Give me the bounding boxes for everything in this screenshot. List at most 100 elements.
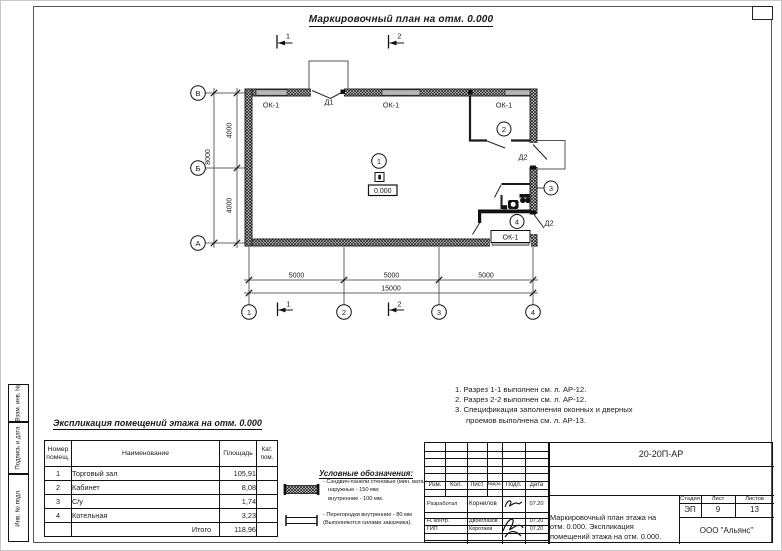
window-label-box <box>490 230 531 243</box>
window-label-1: ОК-1 <box>263 101 279 110</box>
axis-letter-b: Б <box>196 164 201 173</box>
axis-letter-v: В <box>195 89 200 98</box>
col-header-name: Наименование <box>71 440 220 467</box>
porches <box>308 60 566 170</box>
door-jambs <box>340 89 536 215</box>
toilet-icon <box>519 194 531 204</box>
col-header-area: Площадь <box>219 440 257 467</box>
partitions <box>468 96 530 209</box>
page-title: Маркировочный план на отм. 0.000 <box>308 14 494 27</box>
section-marks <box>276 35 404 316</box>
dim-15000: 15000 <box>381 286 401 293</box>
tb-sheet-value: 9 <box>715 505 721 514</box>
tb-stage-label: Стадия <box>680 496 700 502</box>
section-mark-2-bottom: 2 <box>397 300 401 309</box>
partition-thick <box>478 209 530 214</box>
tb-stage-value: ЭП <box>684 505 696 514</box>
legend-symbol-partition <box>285 515 318 526</box>
side-label-inv: Инв. № подл. <box>8 474 29 542</box>
dim-8000: 8000 <box>205 149 212 165</box>
axis-number-4: 4 <box>531 308 535 317</box>
notes: 1. Разрез 1-1 выполнен см. л. АР-12. 2. … <box>455 385 633 425</box>
side-label-vzam: Взам. инв. № <box>8 384 29 422</box>
tb-sheets-value: 13 <box>750 505 759 514</box>
tb-sheet-title: Маркировочный план этажа на отм. 0.000. … <box>550 513 662 541</box>
dim-4000-bottom: 4000 <box>227 198 234 214</box>
tb-col-podp: Подп. <box>505 482 522 488</box>
axis-number-2: 2 <box>342 308 346 317</box>
legend-item-1: - Сэндвич-панели стеновые (мин. вата): н… <box>323 479 427 502</box>
window-label-4: ОК-1 <box>503 234 519 241</box>
dim-5000-3: 5000 <box>478 273 494 280</box>
tb-doc-number: 20-20П-АР <box>638 449 684 459</box>
elevation-mark <box>367 172 398 197</box>
tb-name-1: Корнилов <box>469 500 497 507</box>
legend-title: Условные обозначения: <box>319 469 413 479</box>
tb-col-izm: Изм. <box>428 482 442 488</box>
tb-role-2: Н. контр. <box>427 518 450 524</box>
tb-date-3: 07.20 <box>529 526 544 532</box>
dim-ticks-bottom <box>245 276 537 297</box>
room-mark-3: 3 <box>549 184 553 193</box>
axis-number-3: 3 <box>437 308 441 317</box>
tb-name-3: Коротаев <box>469 526 493 532</box>
axis-circles-left <box>190 85 206 251</box>
tb-role-1: Разработал <box>427 501 458 507</box>
room-mark-1: 1 <box>377 157 381 166</box>
section-mark-1-top: 1 <box>286 32 290 41</box>
window-label-2: ОК-1 <box>383 101 399 110</box>
tb-col-data: Дата <box>529 482 544 488</box>
sink-icon <box>502 205 508 210</box>
room-mark-2: 2 <box>502 125 506 134</box>
wall-openings <box>311 87 539 248</box>
legend-symbol-sandwich <box>283 484 320 495</box>
tb-col-list: Лист <box>470 482 484 488</box>
elevation-value: 0.000 <box>374 188 392 195</box>
tb-role-3: ГИП <box>427 526 438 532</box>
drawing-frame <box>33 6 772 543</box>
room-mark-4: 4 <box>515 218 519 227</box>
dim-ticks-left <box>210 89 241 247</box>
dim-4000-top: 4000 <box>227 123 234 139</box>
door-leaves <box>311 90 548 235</box>
door-label-d2-top: Д2 <box>519 153 528 162</box>
tb-col-ndok: №док. <box>487 482 502 487</box>
legend-item-2: - Перегородки внутренние - 80 мм (Выполн… <box>323 512 412 527</box>
tb-name-2: Двоеглазов <box>469 518 498 524</box>
tb-date-1: 07.20 <box>529 501 544 507</box>
col-header-cat: Кат.пом. <box>256 440 278 467</box>
side-label-podpis: Подпись и дата <box>8 422 29 474</box>
tb-col-kol: Кол. <box>450 482 462 488</box>
axis-lines-bottom <box>244 247 538 305</box>
exterior-walls <box>244 88 538 247</box>
door-label-d2-bottom: Д2 <box>545 219 554 228</box>
explication-title: Экспликация помещений этажа на отм. 0.00… <box>53 418 262 430</box>
section-mark-1-bottom: 1 <box>286 300 290 309</box>
dim-5000-2: 5000 <box>384 273 400 280</box>
dim-5000-1: 5000 <box>289 273 305 280</box>
room-circles <box>371 121 559 229</box>
axis-letter-a: А <box>195 239 200 248</box>
partition-stub <box>478 209 482 223</box>
tb-date-2: 07.20 <box>529 518 544 524</box>
axis-circles-bottom <box>241 304 541 320</box>
axis-lines-left <box>205 88 247 248</box>
windows <box>255 89 531 246</box>
door-label-d1: Д1 <box>325 98 334 107</box>
tb-sheet-label: Лист <box>711 496 725 502</box>
tb-company: ООО "Альянс" <box>699 526 754 535</box>
section-mark-2-top: 2 <box>397 32 401 41</box>
axis-number-1: 1 <box>247 308 251 317</box>
boiler-icon <box>502 200 519 210</box>
title-block: Изм. Кол. Лист №док. Подп. Дата Разработ… <box>424 442 774 544</box>
window-label-3: ОК-1 <box>496 101 512 110</box>
